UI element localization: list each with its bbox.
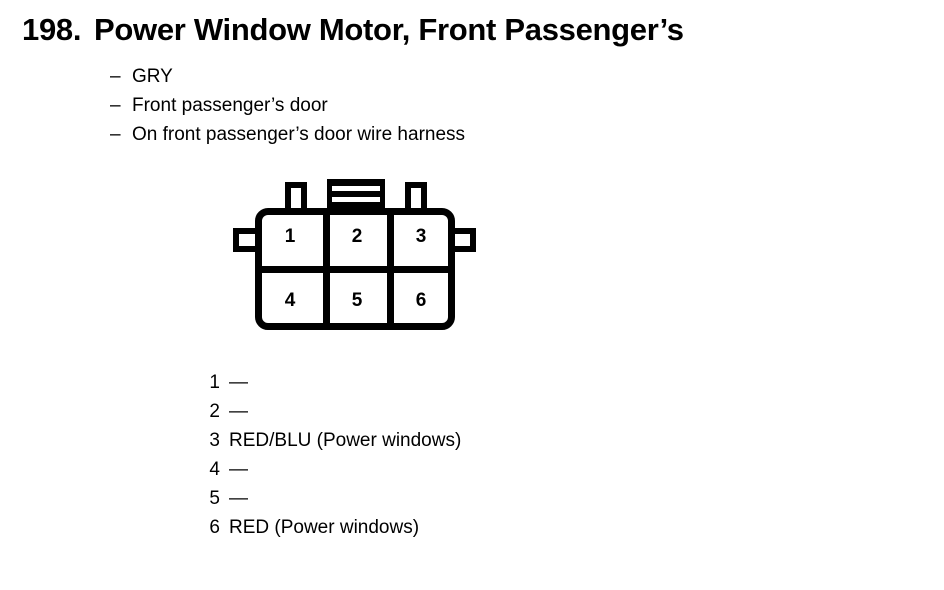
center-tab-stripe — [332, 197, 380, 202]
connector-grid-divider-horizontal — [255, 266, 455, 273]
note-dash: – — [110, 124, 121, 145]
note-dash: – — [110, 66, 121, 87]
legend-pin-number: 4 — [209, 459, 220, 480]
legend-pin-number: 5 — [209, 488, 220, 509]
connector-pin-3: 3 — [415, 226, 427, 247]
note-text: On front passenger’s door wire harness — [132, 124, 466, 145]
legend-pin-description: — — [229, 488, 248, 509]
entry-number: 198. — [22, 12, 82, 47]
connector-pin-6: 6 — [415, 290, 427, 311]
legend-pin-number: 6 — [209, 517, 220, 538]
note-text: GRY — [132, 66, 173, 87]
page-title: 198. Power Window Motor, Front Passenger’… — [22, 11, 684, 49]
legend-pin-number: 1 — [209, 372, 220, 393]
center-tab-stripe — [332, 186, 380, 191]
legend-pin-number: 2 — [209, 401, 220, 422]
connector-side-tab-left-icon — [233, 228, 255, 252]
legend-row: 1— — [200, 368, 461, 397]
connector-top-tab-right-icon — [405, 182, 427, 210]
note-list: –GRY –Front passenger’s door –On front p… — [110, 62, 465, 149]
legend-row: 5— — [200, 484, 461, 513]
note-dash: – — [110, 95, 121, 116]
legend-row: 3 RED/BLU (Power windows) — [200, 426, 461, 455]
legend-pin-description: RED (Power windows) — [229, 517, 420, 538]
connector-side-tab-right-icon — [454, 228, 476, 252]
legend-row: 4— — [200, 455, 461, 484]
note-item: –GRY — [110, 62, 465, 91]
connector-diagram: 1 2 3 4 5 6 — [228, 176, 486, 338]
note-item: –On front passenger’s door wire harness — [110, 120, 465, 149]
legend-pin-number: 3 — [209, 430, 220, 451]
connector-top-tab-left-icon — [285, 182, 307, 210]
entry-title: Power Window Motor, Front Passenger’s — [94, 12, 684, 47]
legend-pin-description: — — [229, 401, 248, 422]
legend-row: 6 RED (Power windows) — [200, 513, 461, 542]
connector-pin-2: 2 — [351, 226, 363, 247]
connector-center-tab-icon — [327, 179, 385, 210]
legend-row: 2— — [200, 397, 461, 426]
connector-pin-1: 1 — [284, 226, 296, 247]
note-text: Front passenger’s door — [132, 95, 328, 116]
legend-pin-description: RED/BLU (Power windows) — [229, 430, 462, 451]
note-item: –Front passenger’s door — [110, 91, 465, 120]
connector-pin-4: 4 — [284, 290, 296, 311]
legend-pin-description: — — [229, 372, 248, 393]
legend-pin-description: — — [229, 459, 248, 480]
connector-pin-5: 5 — [351, 290, 363, 311]
